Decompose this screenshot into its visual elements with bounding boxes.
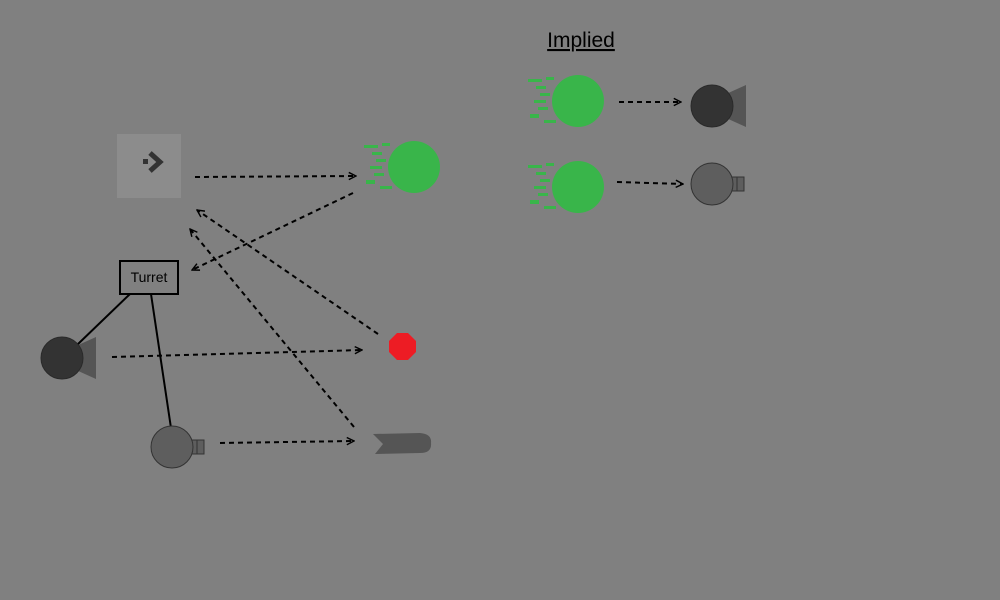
gray-projectile-icon xyxy=(373,433,432,454)
dark-turret-camera-icon xyxy=(40,336,97,380)
arrow-source-to-comet xyxy=(194,176,356,177)
implied-comet-icon-2 xyxy=(528,161,604,213)
gray-turret-cannon-icon xyxy=(150,425,205,469)
arrow-projectile-to-source xyxy=(190,229,355,428)
arrow-cannon-to-projectile xyxy=(219,441,354,443)
turret-box: Turret xyxy=(119,260,179,295)
source-node xyxy=(117,134,181,198)
implied-comet-icon-1 xyxy=(528,75,604,127)
chevron-right-icon xyxy=(143,151,164,173)
arrow-camera-to-reddot xyxy=(111,350,362,358)
turret-link-camera xyxy=(76,293,131,346)
red-octagon-icon xyxy=(389,333,416,360)
implied-gray-turret-icon xyxy=(690,162,745,206)
implied-dark-turret-icon xyxy=(690,84,747,128)
turret-label: Turret xyxy=(131,269,168,285)
turret-link-cannon xyxy=(150,293,172,429)
green-comet-icon xyxy=(364,141,440,193)
implied-heading: Implied xyxy=(547,29,615,52)
arrow-reddot-to-source xyxy=(197,210,379,335)
arrow-comet-to-turret xyxy=(192,192,354,271)
implied-arrow-2 xyxy=(616,182,683,184)
